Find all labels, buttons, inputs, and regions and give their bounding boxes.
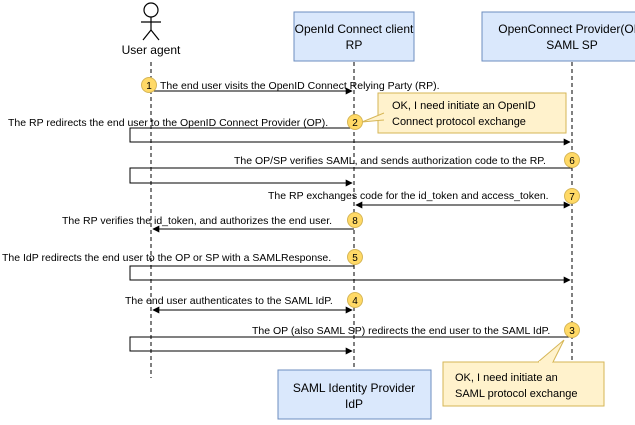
step-badge-1: 1 <box>146 81 152 92</box>
message-5-text: The IdP redirects the end user to the OP… <box>2 252 331 264</box>
participant-idp: SAML Identity Provider IdP <box>277 369 432 420</box>
message-4: The end user authenticates to the SAML I… <box>125 292 363 314</box>
message-3-text: The OP (also SAML SP) redirects the end … <box>252 325 550 337</box>
message-5: The IdP redirects the end user to the OP… <box>2 249 571 284</box>
participant-op: OpenConnect Provider(OP) SAML SP <box>481 11 635 62</box>
message-1: The end user visits the OpenID Connect R… <box>141 77 440 95</box>
op-subtitle: SAML SP <box>546 38 598 52</box>
note-openid-line1: OK, I need initiate an OpenID <box>392 100 536 112</box>
rp-subtitle: RP <box>346 38 363 52</box>
message-8-text: The RP verifies the id_token, and author… <box>62 215 332 227</box>
note-openid: OK, I need initiate an OpenID Connect pr… <box>361 92 567 134</box>
message-6: The OP/SP verifies SAML, and sends autho… <box>129 152 580 187</box>
message-3: The OP (also SAML SP) redirects the end … <box>129 322 580 355</box>
step-badge-5: 5 <box>352 253 358 264</box>
op-title: OpenConnect Provider(OP) <box>498 22 635 36</box>
step-badge-4: 4 <box>352 296 358 307</box>
user-agent-actor: User agent <box>122 2 181 57</box>
message-4-text: The end user authenticates to the SAML I… <box>125 295 333 307</box>
message-7-text: The RP exchanges code for the id_token a… <box>268 190 549 202</box>
note-saml-line2: SAML protocol exchange <box>455 388 578 400</box>
note-saml-line1: OK, I need initiate an <box>455 372 558 384</box>
step-badge-8: 8 <box>352 216 358 227</box>
note-saml: OK, I need initiate an SAML protocol exc… <box>442 339 605 407</box>
idp-title: SAML Identity Provider <box>293 381 415 395</box>
idp-subtitle: IdP <box>345 397 363 411</box>
step-badge-7: 7 <box>569 192 575 203</box>
actor-head-icon <box>143 2 159 18</box>
participant-rp: OpenId Connect client RP <box>293 11 415 62</box>
message-2: The RP redirects the end user to the Ope… <box>8 114 571 146</box>
message-8: The RP verifies the id_token, and author… <box>62 212 363 233</box>
note-openid-line2: Connect protocol exchange <box>392 116 526 128</box>
step-badge-3: 3 <box>569 326 575 337</box>
step-badge-2: 2 <box>352 118 358 129</box>
user-agent-label: User agent <box>122 43 181 57</box>
message-7: The RP exchanges code for the id_token a… <box>268 188 580 209</box>
message-1-text: The end user visits the OpenID Connect R… <box>160 80 440 92</box>
step-badge-6: 6 <box>569 156 575 167</box>
rp-title: OpenId Connect client <box>295 22 414 36</box>
message-2-text: The RP redirects the end user to the Ope… <box>8 117 328 129</box>
message-6-text: The OP/SP verifies SAML, and sends autho… <box>234 155 546 167</box>
